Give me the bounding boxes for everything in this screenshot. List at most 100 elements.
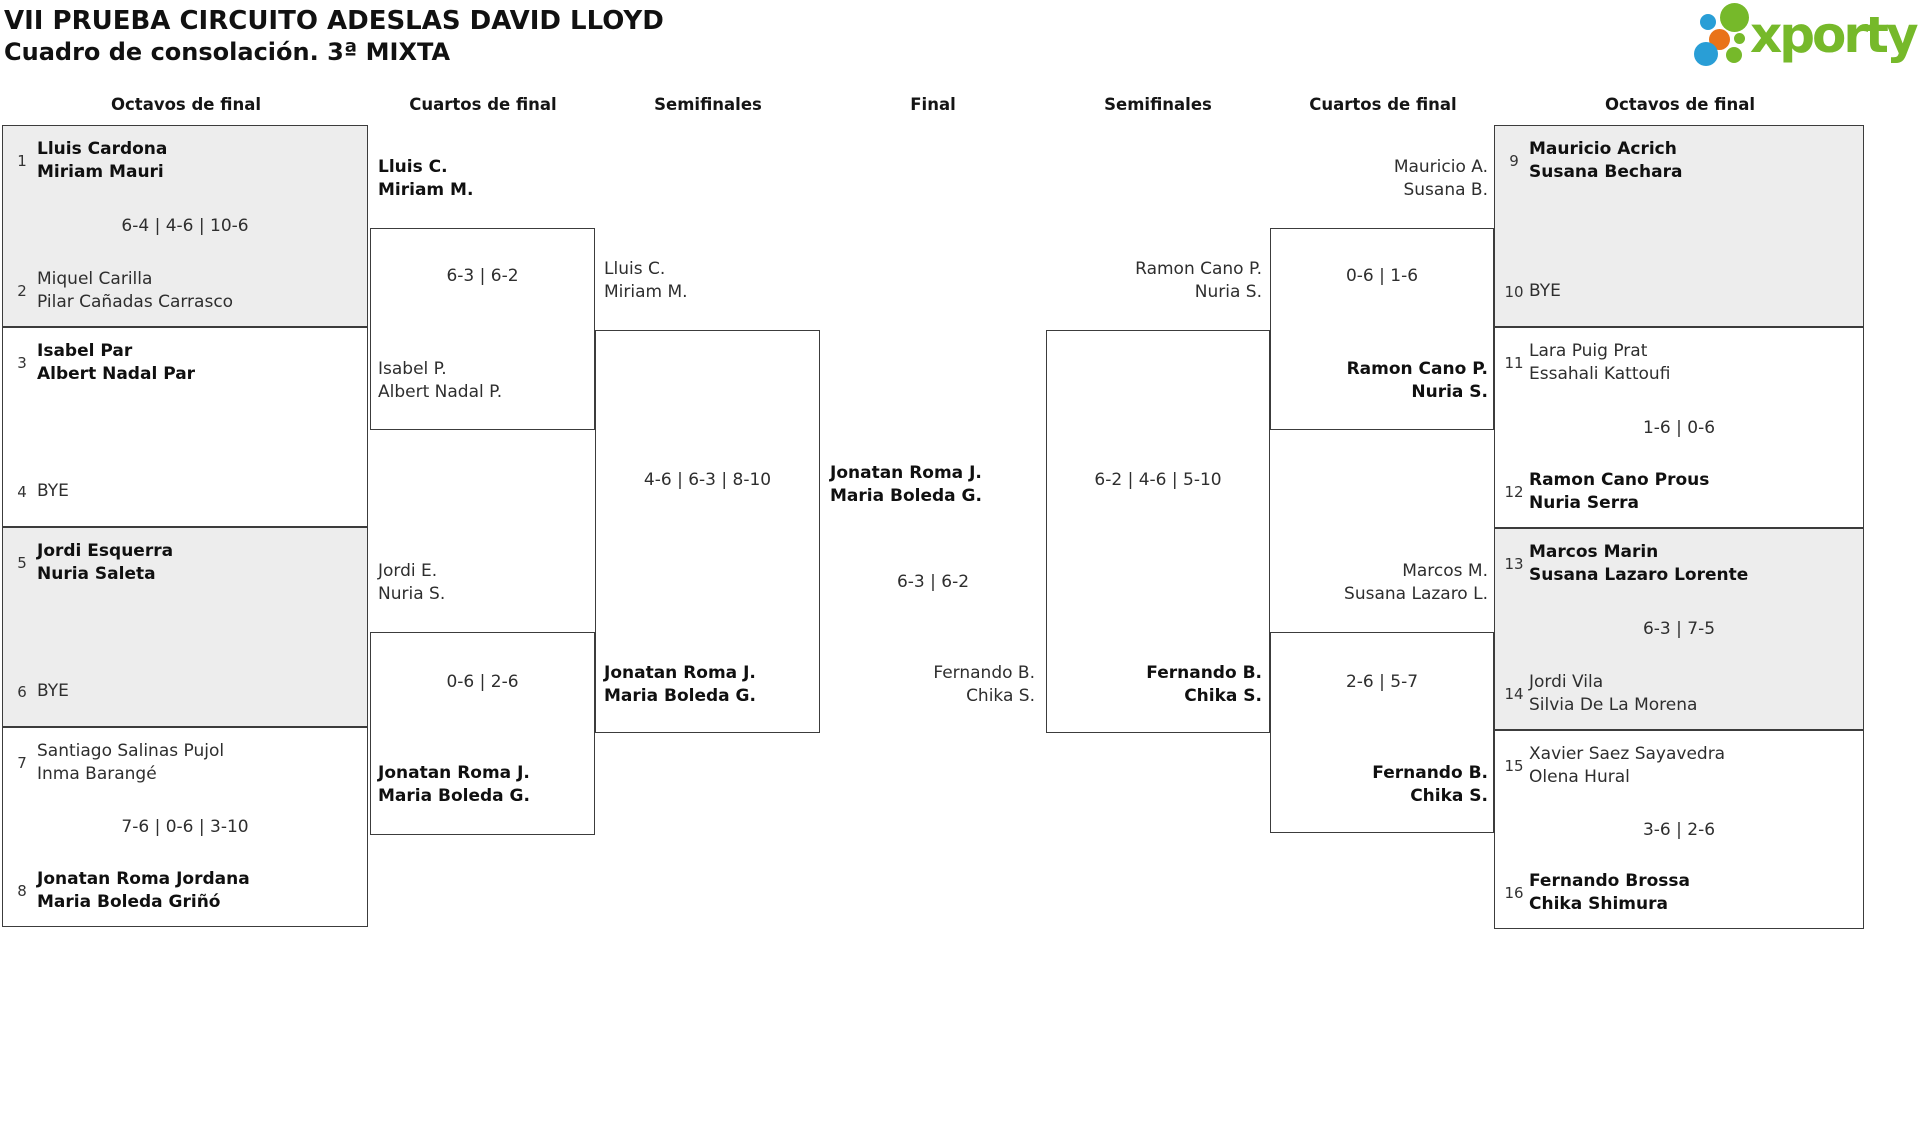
connector-qf-right-2: [1270, 632, 1494, 833]
round-header-cuartos-left: Cuartos de final: [409, 95, 557, 114]
seed-number: 14: [1504, 685, 1524, 703]
sf1-score: 4-6 | 6-3 | 8-10: [643, 470, 772, 490]
team-entry: 6 BYE: [12, 680, 69, 703]
player-name: Lara Puig Prat: [1529, 341, 1648, 361]
player-name: Chika S.: [1410, 786, 1488, 806]
match-score: 6-4 | 4-6 | 10-6: [121, 216, 249, 236]
page-title: VII PRUEBA CIRCUITO ADESLAS DAVID LLOYD: [4, 6, 664, 36]
round-header-semis-left: Semifinales: [654, 95, 762, 114]
qf4-team2-label: Fernando B. Chika S.: [1372, 762, 1488, 808]
player-name: Mauricio A.: [1393, 157, 1488, 177]
page-subtitle: Cuadro de consolación. 3ª MIXTA: [4, 38, 451, 66]
player-name: Nuria S.: [1194, 282, 1262, 302]
player-name: Miriam Mauri: [37, 162, 164, 182]
round-header-final: Final: [910, 95, 956, 114]
player-name: Santiago Salinas Pujol: [37, 741, 225, 761]
seed-number: 7: [17, 754, 27, 772]
player-name: Maria Boleda G.: [830, 486, 982, 506]
seed-number: 9: [1509, 152, 1519, 170]
connector-qf-left-1: [370, 228, 595, 430]
logo-dot-icon: [1726, 47, 1742, 63]
round-header-octavos-right: Octavos de final: [1605, 95, 1755, 114]
player-name: Fernando B.: [933, 663, 1035, 683]
player-name: Maria Boleda Griñó: [37, 892, 221, 912]
player-name: Essahali Kattoufi: [1529, 364, 1671, 384]
bye-label: BYE: [37, 681, 69, 701]
player-name: Lluis C.: [378, 157, 448, 177]
round-header-semis-right: Semifinales: [1104, 95, 1212, 114]
player-name: Isabel Par: [37, 341, 133, 361]
seed-number: 1: [17, 152, 27, 170]
seed-number: 2: [17, 282, 27, 300]
player-name: Nuria Saleta: [37, 564, 156, 584]
player-name: Lluis Cardona: [37, 139, 168, 159]
team-entry: 10 BYE: [1504, 280, 1560, 303]
player-name: Jordi Vila: [1529, 672, 1604, 692]
player-name: Jonatan Roma J.: [378, 763, 530, 783]
player-name: Chika Shimura: [1529, 894, 1668, 914]
player-name: Nuria S.: [1411, 382, 1488, 402]
player-name: Jonatan Roma Jordana: [37, 869, 250, 889]
seed-number: 3: [17, 354, 27, 372]
connector-qf-right-1: [1270, 228, 1494, 430]
qf2-score: 0-6 | 2-6: [446, 672, 519, 692]
logo-dot-icon: [1700, 14, 1716, 30]
player-name: Pilar Cañadas Carrasco: [37, 292, 234, 312]
connector-sf-right: [1046, 330, 1270, 733]
final-team1-label: Jonatan Roma J. Maria Boleda G.: [830, 462, 982, 508]
player-name: Marcos Marin: [1529, 542, 1659, 562]
qf4-score: 2-6 | 5-7: [1345, 672, 1419, 692]
qf3-score: 0-6 | 1-6: [1345, 266, 1419, 286]
player-name: Susana Bechara: [1529, 162, 1683, 182]
seed-number: 8: [17, 882, 27, 900]
round-header-octavos-left: Octavos de final: [111, 95, 261, 114]
seed-number: 13: [1504, 555, 1524, 573]
connector-sf-left: [595, 330, 820, 733]
sf2-team2-label: Fernando B.Chika S.: [1146, 662, 1262, 708]
player-name: Chika S.: [966, 686, 1035, 706]
player-name: Susana B.: [1403, 180, 1488, 200]
player-name: Lluis C.: [604, 259, 666, 279]
match-score: 7-6 | 0-6 | 3-10: [121, 817, 249, 837]
player-name: Jonatan Roma J.: [604, 663, 756, 683]
player-name: Maria Boleda G.: [604, 686, 756, 706]
seed-number: 10: [1504, 282, 1524, 301]
seed-number: 11: [1504, 354, 1524, 372]
player-name: Albert Nadal P.: [378, 382, 503, 402]
round-header-cuartos-right: Cuartos de final: [1309, 95, 1457, 114]
logo-dot-icon: [1734, 33, 1745, 44]
player-name: Miriam M.: [378, 180, 474, 200]
player-name: Nuria S.: [378, 584, 446, 604]
sf1-team1-label: Lluis C.Miriam M.: [604, 258, 688, 304]
player-name: Susana Lazaro L.: [1344, 584, 1488, 604]
player-name: Jordi E.: [378, 561, 438, 581]
team-entry: 4 BYE: [12, 480, 69, 503]
player-name: Chika S.: [1184, 686, 1262, 706]
match-score: 3-6 | 2-6: [1642, 819, 1716, 840]
player-name: Ramon Cano Prous: [1529, 470, 1710, 490]
seed-number: 6: [17, 682, 27, 701]
player-name: Miquel Carilla: [37, 269, 153, 289]
player-name: Jonatan Roma J.: [830, 463, 982, 483]
player-name: Marcos M.: [1402, 561, 1488, 581]
player-name: Jordi Esquerra: [37, 541, 174, 561]
player-name: Olena Hural: [1529, 767, 1630, 787]
player-name: Fernando B.: [1372, 763, 1488, 783]
qf2-team2-label: Jonatan Roma J.Maria Boleda G.: [378, 762, 530, 808]
player-name: Mauricio Acrich: [1529, 139, 1677, 159]
